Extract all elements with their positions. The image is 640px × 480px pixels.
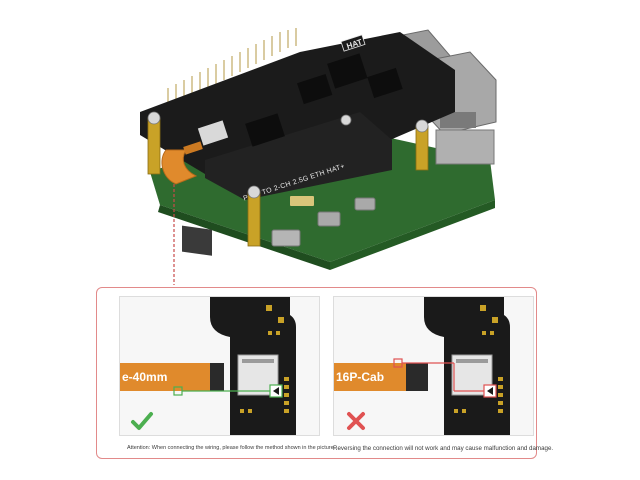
cable-print-text: 16P-Cab — [336, 370, 384, 384]
incorrect-caption: Reversing the connection will not work a… — [333, 445, 554, 452]
correct-connection-panel: e-40mm — [119, 296, 320, 436]
instruction-panel: e-40mm 16P-Cab — [96, 287, 553, 459]
base-ports — [271, 196, 376, 247]
product-photo: HAT PCIE TO 2-CH 2.5G ETH HAT+ — [140, 28, 497, 285]
fpc-cable — [161, 141, 203, 185]
correct-caption: Attention: When connecting the wiring, p… — [127, 445, 336, 451]
incorrect-connection-diagram: 16P-Cab — [334, 297, 510, 435]
incorrect-connection-panel: 16P-Cab — [333, 296, 534, 436]
cross-icon — [344, 409, 368, 433]
correct-connection-diagram: e-40mm — [120, 297, 296, 435]
standoffs — [147, 111, 429, 247]
cable-print-text: e-40mm — [122, 370, 167, 384]
check-icon — [130, 409, 154, 433]
